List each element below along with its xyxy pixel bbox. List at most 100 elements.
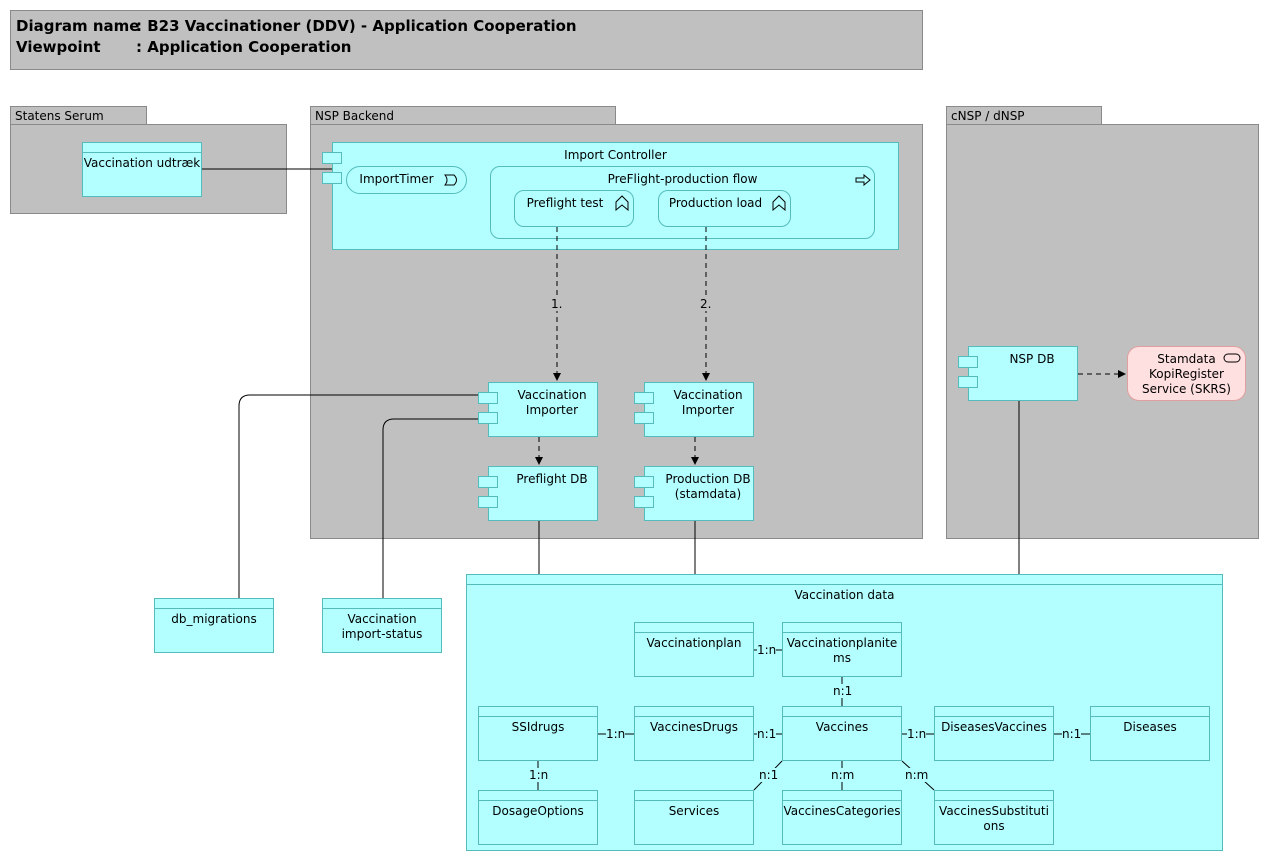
vaccinationplanitems-object[interactable]: Vaccinationplanitems <box>782 622 902 677</box>
nsp-db-component[interactable]: NSP DB <box>968 346 1078 401</box>
component-icon <box>478 476 498 488</box>
importer1-label: Vaccination Importer <box>517 388 587 417</box>
services-label: Services <box>668 804 720 818</box>
object-header-line <box>635 632 753 633</box>
vaccinessubstitutions-object[interactable]: VaccinesSubstitutions <box>934 790 1054 845</box>
production-load-function[interactable]: Production load <box>658 190 791 227</box>
preflight-db-label: Preflight DB <box>516 472 588 486</box>
rel-vaccines-categories-label: n:m <box>831 768 855 782</box>
vaccinationplan-object[interactable]: Vaccinationplan <box>634 622 754 677</box>
component-icon <box>634 412 654 424</box>
function-icon <box>615 195 629 211</box>
object-header-line <box>783 632 901 633</box>
vaccines-label: Vaccines <box>815 720 869 734</box>
rel-plan-items-label: 1:n <box>757 643 777 657</box>
viewpoint-key: Viewpoint <box>16 38 101 56</box>
diagram-name-line: Diagram name: B23 Vaccinationer (DDV) - … <box>16 17 577 35</box>
vaccination-importer-1[interactable]: Vaccination Importer <box>488 382 598 437</box>
vaccination-importer-2[interactable]: Vaccination Importer <box>644 382 754 437</box>
object-header-line <box>635 800 753 801</box>
object-header-line <box>155 608 273 609</box>
preflight-test-function[interactable]: Preflight test <box>514 190 634 227</box>
service-icon <box>1223 353 1241 363</box>
importer2-label: Vaccination Importer <box>673 388 743 417</box>
preflight-db-component[interactable]: Preflight DB <box>488 466 598 521</box>
import-timer-event[interactable]: ImportTimer <box>346 166 467 194</box>
object-header-line <box>935 716 1053 717</box>
skrs-label: Stamdata KopiRegister Service (SKRS) <box>1142 352 1231 396</box>
group-tab-nsp[interactable]: NSP Backend <box>310 106 616 125</box>
production-db-label: Production DB (stamdata) <box>665 472 751 501</box>
diseases-label: Diseases <box>1123 720 1177 734</box>
viewpoint-line: Viewpoint : Application Cooperation <box>16 38 351 56</box>
object-header-line <box>479 716 597 717</box>
rel-vaccines-services-label: n:1 <box>759 768 779 782</box>
component-icon <box>322 152 342 164</box>
production-load-label: Production load <box>668 196 763 210</box>
object-header-line <box>1091 716 1209 717</box>
rel-vaccines-subst-label: n:m <box>905 768 929 782</box>
object-header-line <box>935 800 1053 801</box>
rel-vaccines-dv-label: 1:n <box>907 727 927 741</box>
object-header-line <box>323 608 441 609</box>
component-icon <box>634 496 654 508</box>
object-header-line <box>479 800 597 801</box>
component-icon <box>322 172 342 184</box>
ssidrugs-label: SSIdrugs <box>511 720 565 734</box>
preflight-flow-label: PreFlight-production flow <box>607 172 758 186</box>
object-header-line <box>467 584 1222 585</box>
vaccinessubstitutions-label: VaccinesSubstitutions <box>939 804 1049 833</box>
process-arrow-icon <box>855 174 871 186</box>
flow-step-2-label: 2. <box>700 297 712 311</box>
vaccinesdrugs-object[interactable]: VaccinesDrugs <box>634 706 754 761</box>
rel-vd-vaccines-label: n:1 <box>757 727 777 741</box>
event-icon <box>444 174 457 186</box>
object-header-line <box>783 800 901 801</box>
rel-ssi-dosage-label: 1:n <box>529 768 549 782</box>
rel-ssi-vd-label: 1:n <box>606 727 626 741</box>
object-header-line <box>635 716 753 717</box>
vaccination-udtraek-object[interactable]: Vaccination udtræk <box>82 142 202 197</box>
component-icon <box>958 356 978 368</box>
component-icon <box>958 376 978 388</box>
diseasesvaccines-label: DiseasesVaccines <box>941 720 1047 734</box>
diseases-object[interactable]: Diseases <box>1090 706 1210 761</box>
vaccinationplan-label: Vaccinationplan <box>646 636 742 650</box>
import-controller-label: Import Controller <box>564 148 667 162</box>
ssidrugs-object[interactable]: SSIdrugs <box>478 706 598 761</box>
diagram-header: Diagram name: B23 Vaccinationer (DDV) - … <box>10 10 923 70</box>
db-migrations-object[interactable]: db_migrations <box>154 598 274 653</box>
viewpoint-value: : Application Cooperation <box>136 38 352 56</box>
component-icon <box>478 496 498 508</box>
diagram-name-key: Diagram name <box>16 17 140 35</box>
import-timer-label: ImportTimer <box>359 172 434 186</box>
vaccinesdrugs-label: VaccinesDrugs <box>649 720 739 734</box>
nsp-db-label: NSP DB <box>1009 352 1055 366</box>
vaccines-object[interactable]: Vaccines <box>782 706 902 761</box>
skrs-service[interactable]: Stamdata KopiRegister Service (SKRS) <box>1127 346 1246 401</box>
group-cnsp[interactable] <box>946 124 1259 539</box>
services-object[interactable]: Services <box>634 790 754 845</box>
group-tab-ssi[interactable]: Statens Serum Institut <box>10 106 147 139</box>
vaccinescategories-object[interactable]: VaccinesCategories <box>782 790 902 845</box>
vaccination-data-label: Vaccination data <box>794 588 895 602</box>
rel-dv-diseases-label: n:1 <box>1062 727 1082 741</box>
vaccinescategories-label: VaccinesCategories <box>783 804 901 818</box>
diseasesvaccines-object[interactable]: DiseasesVaccines <box>934 706 1054 761</box>
dosageoptions-label: DosageOptions <box>492 804 584 818</box>
production-db-component[interactable]: Production DB (stamdata) <box>644 466 754 521</box>
preflight-test-label: Preflight test <box>526 196 604 210</box>
vaccination-udtraek-label: Vaccination udtræk <box>83 156 201 170</box>
rel-items-vaccines-label: n:1 <box>833 684 853 698</box>
object-header-line <box>83 152 201 153</box>
import-status-label: Vaccination import-status <box>341 612 423 641</box>
component-icon <box>478 412 498 424</box>
dosageoptions-object[interactable]: DosageOptions <box>478 790 598 845</box>
vaccinationplanitems-label: Vaccinationplanitems <box>786 636 898 665</box>
function-icon <box>772 195 786 211</box>
diagram-name-value: : B23 Vaccinationer (DDV) - Application … <box>136 17 577 35</box>
component-icon <box>478 392 498 404</box>
db-migrations-label: db_migrations <box>171 612 257 626</box>
group-tab-cnsp[interactable]: cNSP / dNSP <box>946 106 1102 125</box>
import-status-object[interactable]: Vaccination import-status <box>322 598 442 653</box>
